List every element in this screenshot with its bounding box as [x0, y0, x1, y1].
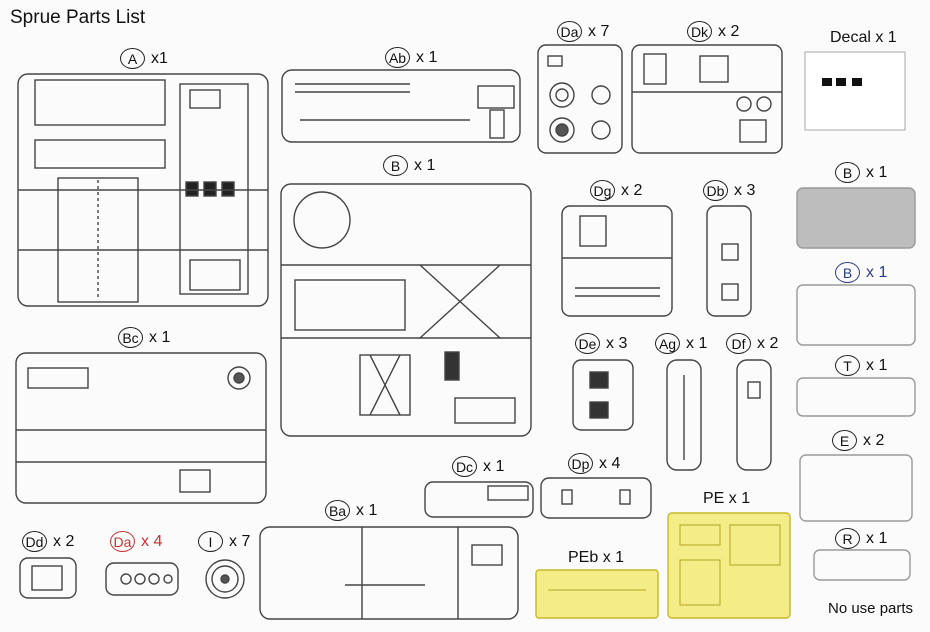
sprue-B-frame — [280, 183, 532, 437]
label-pe: PE x 1 — [703, 490, 751, 507]
sprue-Dk-frame — [631, 44, 783, 154]
sprue-Ab-frame — [281, 69, 521, 143]
sprue-Ba-frame — [259, 526, 519, 620]
sprue-E-frame — [799, 454, 913, 522]
decal-sheet — [804, 51, 906, 131]
sprue-Df-frame — [736, 359, 772, 471]
peb-fret — [535, 569, 659, 619]
sprue-Da4-frame — [105, 562, 179, 596]
pe-fret — [667, 512, 791, 619]
sprue-Bblue-frame — [796, 284, 916, 346]
sprue-R-frame — [813, 549, 911, 581]
sprue-A-frame — [17, 73, 269, 307]
label-decal: Decal x 1 — [830, 29, 897, 46]
sprue-Dd-frame — [19, 557, 77, 599]
sprue-Dc-frame — [424, 481, 534, 518]
sprue-T-frame — [796, 377, 916, 417]
sprue-Da7-frame — [537, 44, 623, 154]
sprue-I-frame — [205, 559, 245, 599]
label-peb: PEb x 1 — [568, 549, 625, 566]
sprue-Bgrey-frame — [796, 187, 916, 249]
no-use-parts-note: No use parts — [828, 600, 914, 617]
variant-sprues — [796, 187, 916, 581]
sprue-Bc-frame — [15, 352, 267, 504]
page-title: Sprue Parts List — [10, 7, 146, 28]
sprue-Db-frame — [706, 205, 752, 317]
sprue-De-frame — [572, 359, 634, 431]
sprue-Ag-frame — [666, 359, 702, 471]
sprue-Dp-frame — [540, 477, 652, 519]
sprue-Dg-frame — [561, 205, 673, 317]
